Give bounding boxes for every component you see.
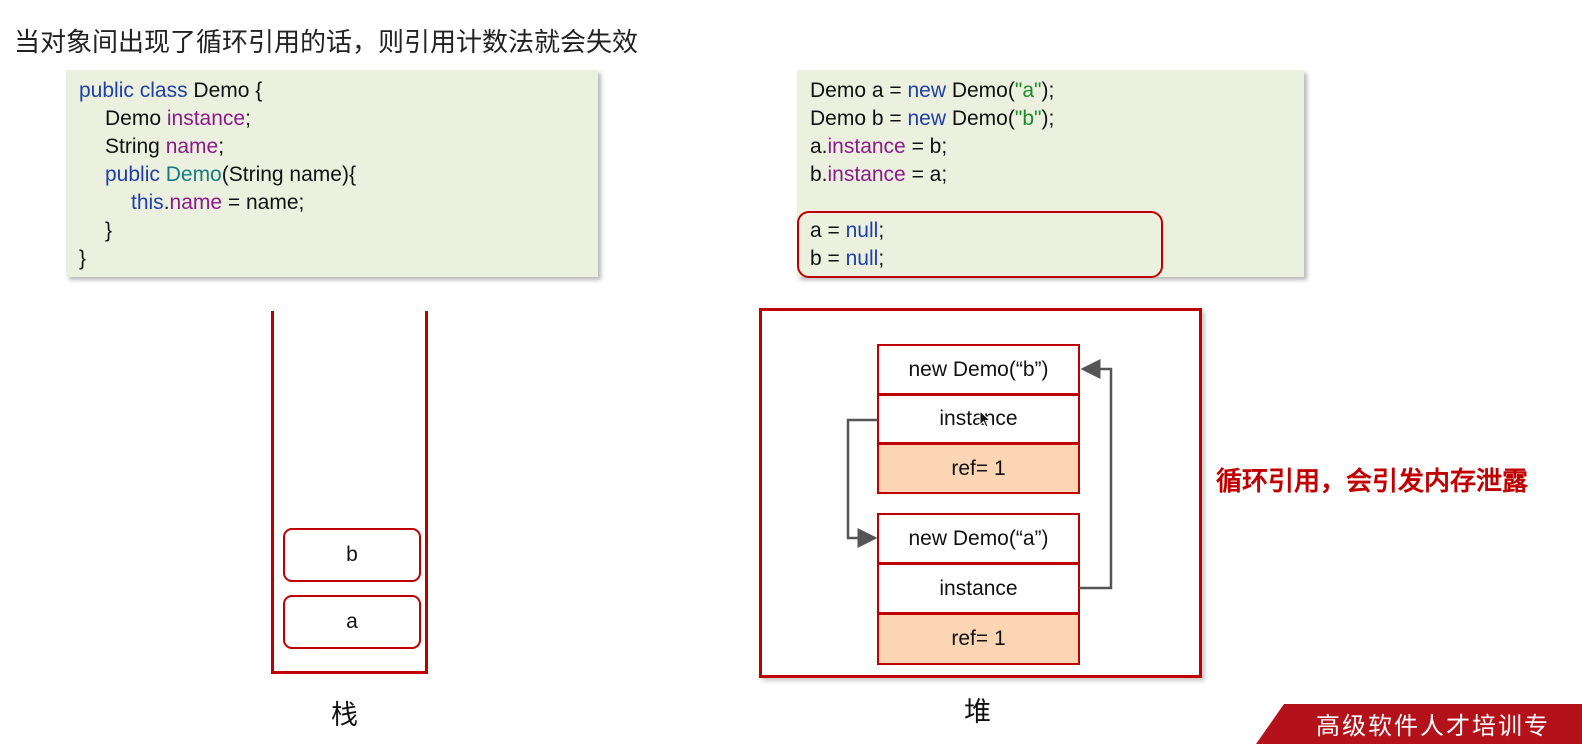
keyword: class: [139, 79, 188, 102]
code-text: Demo: [105, 107, 167, 130]
field-name: instance: [166, 107, 246, 130]
constructor-name: Demo: [165, 163, 222, 186]
code-line: }: [105, 219, 113, 242]
code-text: b.: [810, 163, 828, 186]
code-text: ;: [245, 107, 251, 130]
brand-banner-text: 高级软件人才培训专: [1316, 712, 1550, 740]
stack-bottom-wall: [271, 671, 428, 674]
usage-code-block: Demo a = new Demo("a"); Demo b = new Dem…: [797, 70, 1304, 277]
mouse-cursor-icon: [979, 410, 992, 428]
object-a-ref-count: ref= 1: [877, 613, 1080, 665]
stack-right-wall: [425, 311, 428, 674]
code-text: );: [1041, 107, 1055, 130]
stack-var-a: a: [283, 595, 421, 649]
stack-caption: 栈: [331, 700, 358, 731]
code-text: = name;: [222, 191, 305, 214]
code-line: public Demo(String name){: [105, 161, 356, 189]
code-text: (String name){: [221, 163, 356, 186]
keyword: new: [907, 107, 946, 130]
code-text: ;: [878, 219, 885, 242]
code-line: String name;: [105, 133, 224, 161]
string-literal: "a": [1014, 79, 1042, 102]
code-text: = a;: [905, 163, 948, 186]
stack-left-wall: [271, 311, 274, 674]
code-text: ;: [218, 135, 225, 158]
field-name: instance: [827, 163, 906, 186]
arrow-b-instance-to-a: [846, 418, 878, 548]
arrow-a-instance-to-b: [1079, 359, 1113, 590]
code-text: = b;: [905, 135, 948, 158]
code-text: .: [163, 191, 170, 214]
code-text: a.: [810, 135, 828, 158]
code-text: a =: [810, 219, 846, 242]
memory-leak-note: 循环引用，会引发内存泄露: [1216, 467, 1529, 497]
code-text: Demo(: [946, 107, 1015, 130]
heap-caption: 堆: [964, 697, 991, 728]
code-text: Demo(: [946, 79, 1015, 102]
code-text: String: [105, 135, 166, 158]
code-line: this.name = name;: [131, 189, 304, 217]
code-line: b = null;: [810, 245, 884, 273]
code-line: public class Demo {: [79, 77, 262, 105]
code-text: Demo {: [187, 79, 263, 102]
code-line: a = null;: [810, 217, 884, 245]
keyword: this: [131, 191, 164, 214]
code-line: a.instance = b;: [810, 133, 947, 161]
field-name: instance: [827, 135, 906, 158]
brand-banner: 高级软件人才培训专: [1256, 704, 1582, 744]
code-text: Demo b =: [810, 107, 908, 130]
code-text: ;: [878, 247, 885, 270]
code-line: b.instance = a;: [810, 161, 947, 189]
heap-area: [759, 308, 1202, 678]
code-line: Demo a = new Demo("a");: [810, 77, 1054, 105]
code-line: }: [79, 247, 87, 270]
stack-var-b: b: [283, 528, 421, 582]
keyword: public: [79, 79, 134, 102]
object-a-header: new Demo(“a”): [877, 513, 1080, 564]
class-code-block: public class Demo { Demo instance; Strin…: [66, 70, 598, 277]
string-literal: "b": [1014, 107, 1042, 130]
keyword: public: [105, 163, 160, 186]
code-line: Demo b = new Demo("b");: [810, 105, 1054, 133]
code-text: b =: [810, 247, 846, 270]
slide-title: 当对象间出现了循环引用的话，则引用计数法就会失效: [14, 28, 639, 58]
field-name: name: [169, 191, 223, 214]
code-text: );: [1041, 79, 1055, 102]
keyword: null: [845, 247, 879, 270]
code-text: Demo a =: [810, 79, 908, 102]
code-line: Demo instance;: [105, 105, 251, 133]
keyword: new: [907, 79, 946, 102]
object-b-ref-count: ref= 1: [877, 443, 1080, 494]
field-name: name: [165, 135, 219, 158]
null-highlight-box: [797, 211, 1163, 278]
keyword: null: [845, 219, 879, 242]
